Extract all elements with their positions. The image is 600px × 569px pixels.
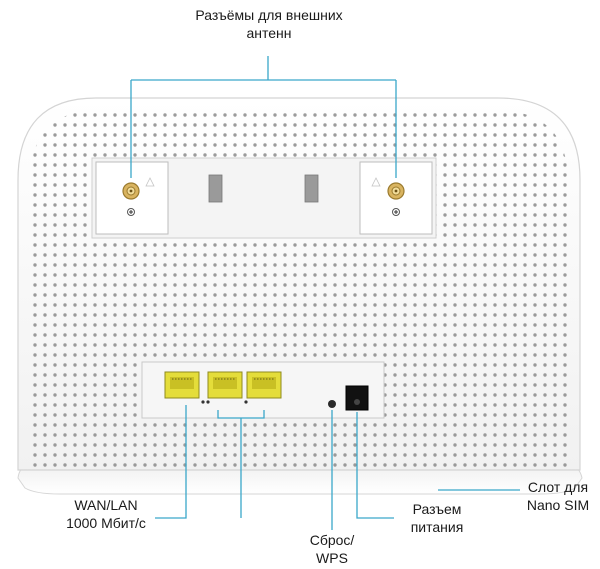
power-label-line1: Разъем (412, 501, 462, 517)
antenna-label-line2: антенн (246, 25, 292, 41)
nano-sim-slot-label: Слот для Nano SIM (518, 478, 598, 514)
reset-label-line1: Сброс/ (309, 532, 355, 548)
antenna-panel (91, 157, 437, 239)
power-label-line2: питания (410, 519, 464, 535)
port-panel (141, 361, 385, 419)
mount-slot-right (304, 174, 319, 203)
power-connector-label: Разъем питания (396, 500, 478, 536)
sim-label-line1: Слот для (527, 479, 589, 495)
ethernet-port-1-icon (164, 371, 210, 404)
antenna-label-line1: Разъёмы для внешних (195, 7, 343, 23)
reset-label-line2: WPS (316, 550, 348, 566)
mount-slot-left (208, 174, 223, 203)
wan-label-line1: WAN/LAN (74, 497, 138, 513)
reset-button-icon (328, 400, 336, 408)
reset-wps-label: Сброс/ WPS (300, 531, 364, 567)
callout-lines (130, 56, 520, 530)
antenna-connectors-label: Разъёмы для внешних антенн (164, 6, 374, 42)
power-jack-icon (345, 385, 369, 411)
ethernet-port-3-icon (246, 371, 282, 399)
antenna-connector-left-icon (122, 177, 155, 216)
ethernet-port-2-icon (207, 371, 248, 404)
wan-label-line2: 1000 Мбит/с (66, 515, 146, 531)
antenna-connector-right-icon (371, 177, 405, 216)
wan-lan-label: WAN/LAN 1000 Мбит/с (56, 496, 156, 532)
sim-label-line2: Nano SIM (526, 497, 590, 513)
